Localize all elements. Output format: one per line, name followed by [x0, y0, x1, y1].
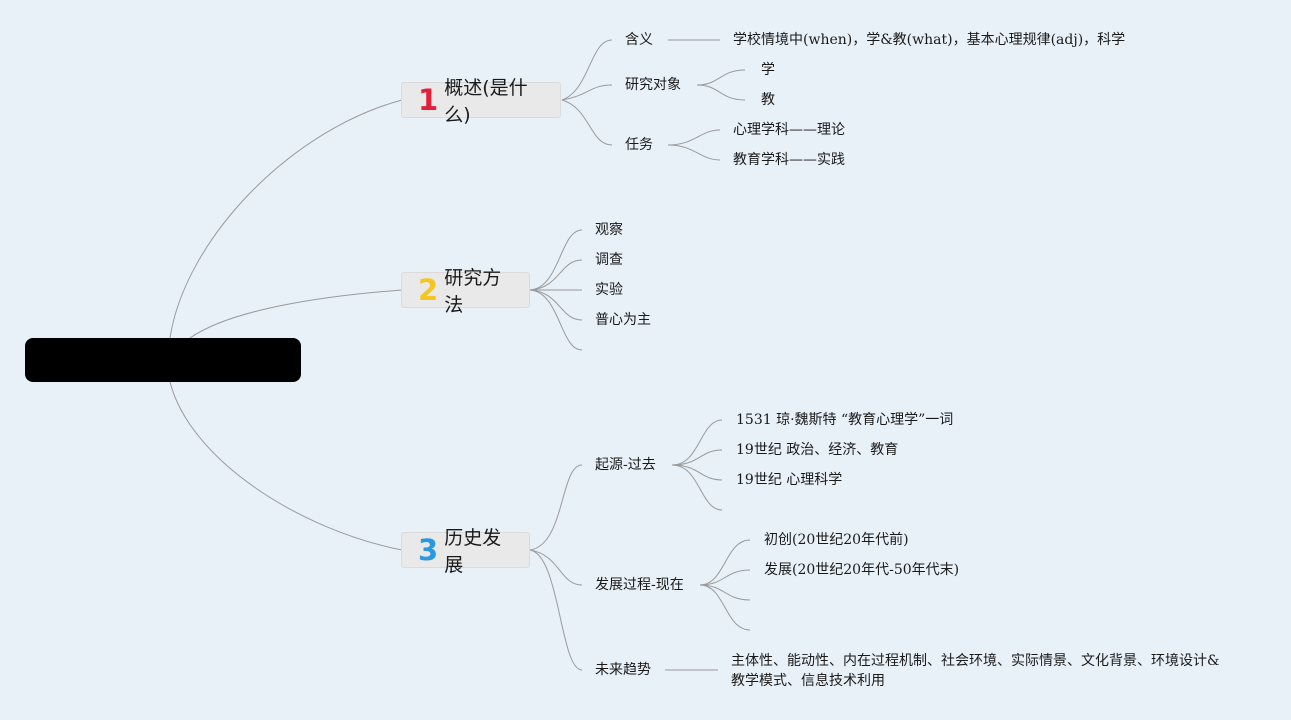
- connector-process-2: [699, 569, 751, 586]
- topic-overview[interactable]: 1 概述(是什么): [401, 77, 561, 126]
- connector-origin-4: [671, 464, 723, 511]
- topic-history[interactable]: 3 历史发展: [401, 527, 530, 576]
- connector-origin-2: [671, 449, 723, 466]
- connector-process-3: [699, 584, 751, 601]
- process-item-development[interactable]: 发展(20世纪20年代-50年代末): [764, 562, 960, 578]
- task-item-practice[interactable]: 教育学科——实践: [733, 152, 845, 168]
- connector-root-topic2: [189, 289, 403, 339]
- subtopic-tasks[interactable]: 任务: [625, 137, 653, 153]
- task-item-theory[interactable]: 心理学科——理论: [733, 122, 845, 138]
- topic-history-label: 历史发展: [444, 527, 502, 576]
- connector-topic1-tasks: [561, 99, 613, 146]
- connector-topic2-4: [529, 289, 583, 321]
- subtopic-origin[interactable]: 起源-过去: [595, 457, 656, 473]
- connector-topic2-1: [529, 229, 583, 291]
- connector-topic3-future: [529, 549, 583, 671]
- connector-topic1-meaning: [561, 39, 613, 101]
- connector-process-4: [699, 584, 751, 631]
- method-item-observation[interactable]: 观察: [595, 222, 623, 238]
- subtopic-meaning[interactable]: 含义: [625, 32, 653, 48]
- connector-topic2-5: [529, 289, 583, 351]
- method-item-experiment[interactable]: 实验: [595, 282, 623, 298]
- connector-topic3-process: [529, 549, 583, 586]
- connector-topic2-2: [529, 259, 583, 291]
- origin-item-psychology[interactable]: 19世纪 心理科学: [736, 472, 843, 488]
- connector-tasks-1: [667, 129, 721, 146]
- object-item-learn[interactable]: 学: [761, 62, 775, 78]
- future-detail[interactable]: 主体性、能动性、内在过程机制、社会环境、实际情景、文化背景、环境设计&教学模式、…: [731, 653, 1220, 689]
- origin-item-politics[interactable]: 19世纪 政治、经济、教育: [736, 442, 899, 458]
- process-item-founding[interactable]: 初创(20世纪20年代前): [764, 532, 909, 548]
- central-topic[interactable]: [25, 338, 301, 382]
- connector-origin-1: [671, 419, 723, 466]
- subtopic-process[interactable]: 发展过程-现在: [595, 577, 684, 593]
- connector-process-1: [699, 539, 751, 586]
- number-badge-3: 3: [418, 532, 439, 567]
- origin-item-1531[interactable]: 1531 琼·魏斯特 “教育心理学”一词: [736, 412, 954, 428]
- method-item-survey[interactable]: 调查: [595, 252, 623, 268]
- connector-objects-xue: [696, 69, 746, 86]
- topic-overview-label: 概述(是什么): [444, 77, 528, 126]
- connector-topic3-origin: [529, 464, 583, 551]
- connector-origin-3: [671, 464, 723, 481]
- connector-root-topic3: [169, 381, 403, 551]
- object-item-teach[interactable]: 教: [761, 92, 775, 108]
- connector-objects-jiao: [696, 84, 746, 101]
- number-badge-1: 1: [418, 82, 439, 117]
- method-item-general[interactable]: 普心为主: [595, 312, 651, 328]
- subtopic-research-objects[interactable]: 研究对象: [625, 77, 681, 93]
- connector-root-topic1: [169, 99, 403, 339]
- meaning-detail[interactable]: 学校情境中(when)，学&教(what)，基本心理规律(adj)，科学: [733, 32, 1126, 48]
- topic-methods[interactable]: 2 研究方法: [401, 267, 530, 316]
- topic-methods-label: 研究方法: [444, 267, 502, 316]
- number-badge-2: 2: [418, 272, 439, 307]
- subtopic-future[interactable]: 未来趋势: [595, 662, 651, 678]
- connector-topic1-objects: [561, 84, 613, 101]
- connector-tasks-2: [667, 144, 721, 161]
